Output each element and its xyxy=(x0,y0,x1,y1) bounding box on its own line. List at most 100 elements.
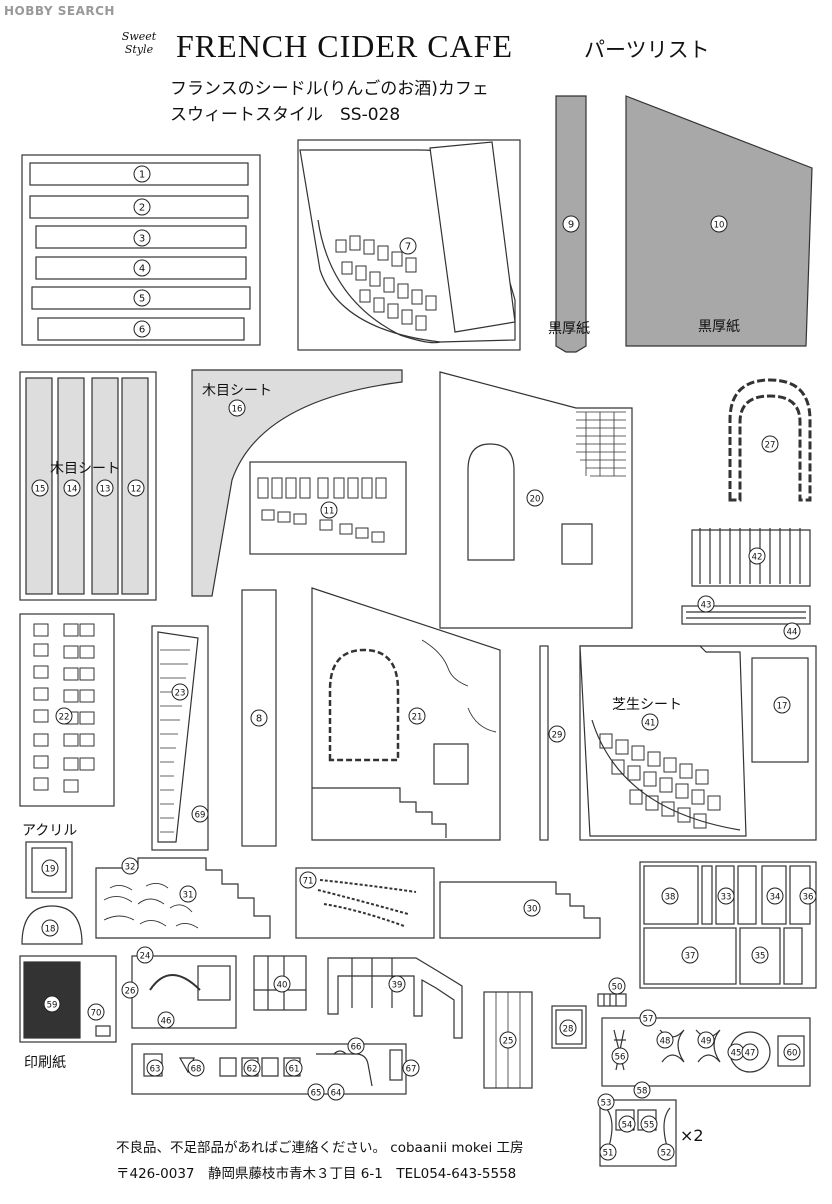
svg-text:32: 32 xyxy=(125,863,136,873)
label-acrylic: アクリル xyxy=(22,823,78,839)
part-number-51: 51 xyxy=(599,1143,617,1161)
part-number-19: 19 xyxy=(41,859,59,877)
part-number-32: 32 xyxy=(121,857,139,875)
part-number-6: 6 xyxy=(133,320,151,338)
part-16 xyxy=(191,369,403,597)
svg-text:6: 6 xyxy=(139,325,145,336)
part-number-68: 68 xyxy=(187,1059,205,1077)
part-number-70: 70 xyxy=(87,1003,105,1021)
svg-text:57: 57 xyxy=(643,1015,654,1025)
svg-text:33: 33 xyxy=(721,893,732,903)
svg-text:24: 24 xyxy=(140,952,151,962)
part-number-62: 62 xyxy=(243,1059,261,1077)
part-28 xyxy=(551,1005,587,1049)
svg-text:53: 53 xyxy=(601,1099,612,1109)
svg-text:42: 42 xyxy=(752,553,763,563)
part-27 xyxy=(728,378,812,502)
part-number-42: 42 xyxy=(748,547,766,565)
svg-text:31: 31 xyxy=(183,891,194,901)
svg-text:40: 40 xyxy=(277,981,288,991)
svg-text:21: 21 xyxy=(412,713,423,723)
part-number-24: 24 xyxy=(136,946,154,964)
part-number-34: 34 xyxy=(766,887,784,905)
part-number-18: 18 xyxy=(41,919,59,937)
part-30 xyxy=(439,881,601,939)
part-number-13: 13 xyxy=(96,479,114,497)
part-number-10: 10 xyxy=(710,215,728,233)
svg-text:52: 52 xyxy=(661,1149,672,1159)
part-number-50: 50 xyxy=(608,977,626,995)
svg-text:56: 56 xyxy=(615,1053,626,1063)
part-number-29: 29 xyxy=(548,725,566,743)
part-number-60: 60 xyxy=(783,1043,801,1061)
svg-text:60: 60 xyxy=(787,1049,798,1059)
brand-logo: Sweet Style xyxy=(121,30,157,56)
svg-text:63: 63 xyxy=(150,1065,161,1075)
svg-text:25: 25 xyxy=(503,1037,514,1047)
svg-text:43: 43 xyxy=(701,601,712,611)
page-title: FRENCH CIDER CAFE xyxy=(176,28,514,64)
svg-text:26: 26 xyxy=(125,987,136,997)
svg-text:38: 38 xyxy=(665,893,676,903)
part-number-1: 1 xyxy=(133,165,151,183)
sheet-11 xyxy=(249,461,407,555)
part-number-63: 63 xyxy=(146,1059,164,1077)
svg-text:70: 70 xyxy=(91,1009,102,1019)
svg-text:37: 37 xyxy=(685,952,696,962)
svg-text:13: 13 xyxy=(100,485,111,495)
svg-text:20: 20 xyxy=(530,495,541,505)
part-number-43: 43 xyxy=(697,595,715,613)
part-number-27: 27 xyxy=(761,435,779,453)
svg-text:61: 61 xyxy=(289,1065,300,1075)
part-number-30: 30 xyxy=(523,899,541,917)
sheet-71 xyxy=(295,867,435,939)
svg-text:11: 11 xyxy=(324,507,335,517)
part-number-58: 58 xyxy=(633,1081,651,1099)
part-number-69: 69 xyxy=(191,805,209,823)
series-code: スウィートスタイル SS-028 xyxy=(170,105,401,125)
part-number-64: 64 xyxy=(327,1083,345,1101)
part-number-2: 2 xyxy=(133,198,151,216)
part-number-31: 31 xyxy=(179,885,197,903)
svg-text:69: 69 xyxy=(195,811,206,821)
svg-text:66: 66 xyxy=(351,1043,362,1053)
part-number-11: 11 xyxy=(320,501,338,519)
svg-text:17: 17 xyxy=(777,702,788,712)
part-number-48: 48 xyxy=(656,1031,674,1049)
part-number-14: 14 xyxy=(63,479,81,497)
svg-text:22: 22 xyxy=(59,713,70,723)
part-number-12: 12 xyxy=(127,479,145,497)
part-number-36: 36 xyxy=(799,887,817,905)
watermark: HOBBY SEARCH xyxy=(4,4,115,18)
part-number-56: 56 xyxy=(611,1047,629,1065)
part-number-15: 15 xyxy=(31,479,49,497)
svg-text:23: 23 xyxy=(175,689,186,699)
sheet-59 xyxy=(19,955,117,1043)
part-number-5: 5 xyxy=(133,289,151,307)
part-number-57: 57 xyxy=(639,1009,657,1027)
svg-text:16: 16 xyxy=(232,405,243,415)
part-number-38: 38 xyxy=(661,887,679,905)
part-number-23: 23 xyxy=(171,683,189,701)
part-number-7: 7 xyxy=(399,237,417,255)
svg-text:29: 29 xyxy=(552,731,563,741)
label-mokume-16: 木目シート xyxy=(202,383,272,399)
part-number-16: 16 xyxy=(228,399,246,417)
svg-text:2: 2 xyxy=(139,203,145,214)
part-number-3: 3 xyxy=(133,229,151,247)
svg-text:65: 65 xyxy=(311,1089,322,1099)
svg-text:46: 46 xyxy=(161,1017,172,1027)
part-number-66: 66 xyxy=(347,1037,365,1055)
svg-text:49: 49 xyxy=(701,1037,712,1047)
svg-text:36: 36 xyxy=(803,893,814,903)
part-number-17: 17 xyxy=(773,696,791,714)
svg-text:3: 3 xyxy=(139,234,145,245)
part-number-4: 4 xyxy=(133,259,151,277)
svg-text:58: 58 xyxy=(637,1087,648,1097)
part-number-33: 33 xyxy=(717,887,735,905)
label-kuroatsugami-10: 黒厚紙 xyxy=(698,319,740,335)
svg-text:54: 54 xyxy=(622,1121,633,1131)
part-number-47: 47 xyxy=(741,1043,759,1061)
part-number-25: 25 xyxy=(499,1031,517,1049)
